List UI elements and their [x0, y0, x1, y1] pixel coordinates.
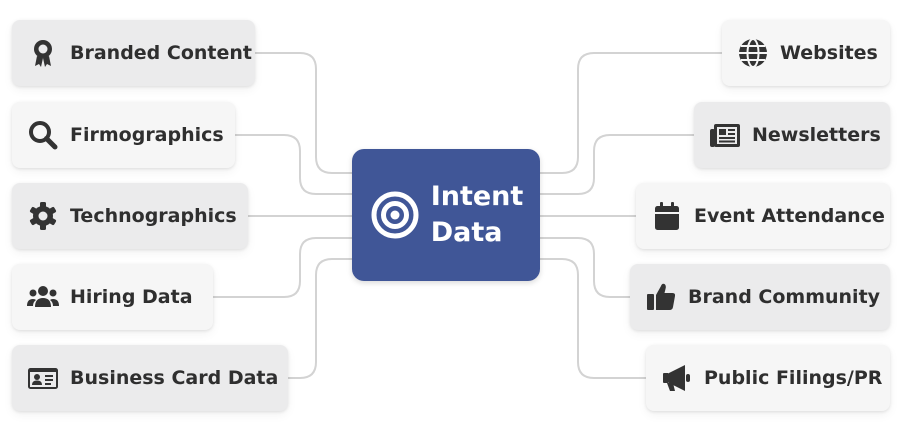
connector-firmographics — [235, 134, 352, 195]
gear-icon — [26, 199, 60, 233]
card-hiring-data: Hiring Data — [12, 264, 213, 330]
center-title-line2: Data — [430, 217, 503, 248]
card-label: Websites — [780, 42, 878, 64]
card-label: Branded Content — [70, 42, 253, 64]
card-branded-content: Branded Content — [12, 20, 255, 86]
card-label: Technographics — [70, 205, 237, 227]
megaphone-icon — [660, 361, 694, 395]
connector-branded-content — [255, 52, 352, 174]
card-label: Brand Community — [688, 286, 881, 308]
card-public-filings-pr: Public Filings/PR — [646, 345, 890, 411]
card-business-card-data: Business Card Data — [12, 345, 288, 411]
connector-brand-community — [540, 237, 630, 298]
connector-newsletters — [540, 134, 694, 195]
card-label: Newsletters — [752, 124, 881, 146]
card-brand-community: Brand Community — [630, 264, 890, 330]
card-label: Business Card Data — [70, 367, 279, 389]
card-newsletters: Newsletters — [694, 102, 890, 168]
card-firmographics: Firmographics — [12, 102, 235, 168]
thumbs-up-icon — [644, 280, 678, 314]
target-icon — [371, 191, 419, 239]
card-label: Event Attendance — [694, 205, 885, 227]
center-intent-data: Intent Data — [352, 149, 540, 281]
connector-hiring-data — [213, 237, 352, 298]
newspaper-icon — [708, 118, 742, 152]
award-icon — [26, 36, 60, 70]
connector-business-card-data — [288, 258, 352, 379]
card-websites: Websites — [722, 20, 890, 86]
card-label: Hiring Data — [70, 286, 193, 308]
connector-websites — [540, 52, 722, 174]
globe-icon — [736, 36, 770, 70]
people-icon — [26, 280, 60, 314]
center-title-line1: Intent — [430, 181, 524, 212]
id-card-icon — [26, 361, 60, 395]
card-technographics: Technographics — [12, 183, 248, 249]
card-label: Public Filings/PR — [704, 367, 883, 389]
card-label: Firmographics — [70, 124, 224, 146]
search-icon — [26, 118, 60, 152]
connector-public-filings — [540, 258, 646, 379]
card-event-attendance: Event Attendance — [636, 183, 890, 249]
center-title: Intent Data — [431, 179, 524, 251]
calendar-icon — [650, 199, 684, 233]
